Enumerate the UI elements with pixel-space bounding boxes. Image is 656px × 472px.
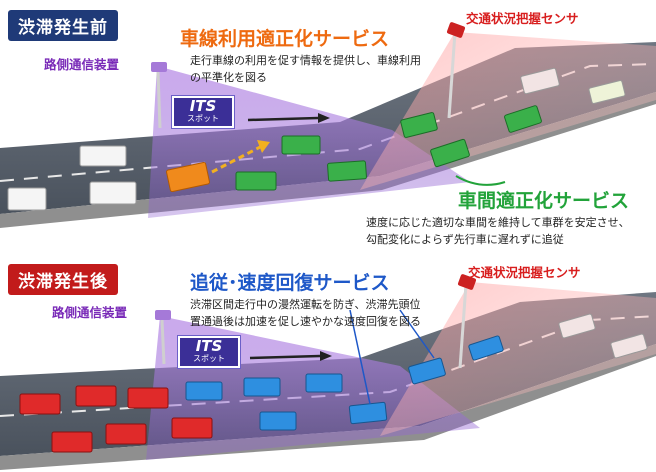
its-spot-logo: ITS スポット: [178, 336, 240, 368]
recovery-service-desc-line2: 置通過後は加速を促し速やかな速度回復を図る: [190, 315, 421, 328]
before-badge: 渋滞発生前: [8, 10, 118, 41]
car-white-1: [558, 313, 596, 339]
car-green-2: [281, 135, 321, 155]
recovery-service-desc: 渋滞区間走行中の漫然運転を防ぎ、渋滞先頭位 置通過後は加速を促し速やかな速度回復…: [190, 296, 421, 330]
car-blue-7: [468, 335, 504, 361]
recovery-service-title: 追従･速度回復サービス: [190, 272, 390, 294]
car-blue-6: [408, 357, 446, 385]
car-blue-5: [348, 401, 388, 425]
travel-direction-arrow: [249, 354, 321, 360]
car-red-2: [75, 385, 117, 407]
sensor-pole: [447, 31, 457, 119]
lane-service-desc: 走行車線の利用を促す情報を提供し、車線利用 の平準化を図る: [190, 52, 421, 86]
car-green-1: [235, 171, 277, 191]
car-white-2: [610, 333, 648, 359]
car-orange: [166, 161, 210, 193]
car-blue-1: [185, 381, 223, 401]
after-badge: 渋滞発生後: [8, 264, 118, 295]
roadside-unit-label: 路側通信装置: [52, 305, 128, 320]
sensor-label: 交通状況把握センサ: [468, 265, 581, 280]
lane-service-desc-line2: の平準化を図る: [190, 71, 267, 84]
car-red-6: [171, 417, 213, 439]
sensor-icon: [457, 274, 477, 290]
its-logo-title: ITS: [189, 97, 217, 115]
car-green-4: [400, 112, 438, 138]
its-logo-title: ITS: [195, 337, 223, 355]
roadside-unit-label: 路側通信装置: [44, 57, 120, 72]
car-red-3: [127, 387, 169, 409]
lane-service-title: 車線利用適正化サービス: [180, 28, 390, 50]
its-logo-sub: スポット: [193, 354, 225, 363]
its-logo-sub: スポット: [187, 114, 219, 123]
travel-direction-arrow: [247, 116, 319, 122]
road-edge: [0, 92, 656, 228]
car-white-4: [520, 67, 560, 95]
after-road-scene: [0, 274, 656, 470]
roadside-pole: [160, 319, 166, 365]
car-blue-2: [243, 377, 281, 397]
car-red-4: [51, 431, 93, 453]
gap-service-desc: 速度に応じた適切な車間を維持して車群を安定させ、 勾配変化によらず先行車に遅れず…: [366, 214, 630, 248]
recovery-service-pointer: [399, 309, 435, 359]
car-white-5: [588, 80, 626, 104]
car-white-1: [7, 187, 47, 211]
gap-service-arrow: [455, 175, 506, 186]
gap-service-title: 車間適正化サービス: [458, 190, 630, 212]
car-red-1: [19, 393, 61, 415]
gap-service-desc-line2: 勾配変化によらず先行車に遅れずに追従: [366, 233, 564, 246]
recovery-service-desc-line1: 渋滞区間走行中の漫然運転を防ぎ、渋滞先頭位: [190, 298, 421, 311]
roadside-pole: [156, 71, 162, 129]
sensor-label: 交通状況把握センサ: [466, 11, 579, 26]
before-congestion-panel: 渋滞発生前 路側通信装置 交通状況把握センサ 車線利用適正化サービス 走行車線の…: [0, 10, 656, 246]
its-spot-logo: ITS スポット: [172, 96, 234, 128]
road-edge: [0, 344, 656, 470]
car-blue-4: [259, 411, 297, 431]
car-green-5: [430, 138, 470, 168]
car-green-6: [504, 105, 542, 133]
car-white-2: [89, 181, 137, 205]
roadside-unit-icon: [151, 62, 167, 72]
car-white-3: [79, 145, 127, 167]
car-red-5: [105, 423, 147, 445]
gap-service-desc-line1: 速度に応じた適切な車間を維持して車群を安定させ、: [366, 216, 630, 229]
sensor-pole: [458, 283, 468, 369]
after-congestion-panel: 渋滞発生後 路側通信装置 交通状況把握センサ 追従･速度回復サービス 渋滞区間走…: [0, 258, 656, 472]
recovery-service-pointer: [349, 309, 371, 405]
lane-service-desc-line1: 走行車線の利用を促す情報を提供し、車線利用: [190, 54, 421, 67]
roadside-unit-icon: [155, 310, 171, 320]
sensor-icon: [446, 22, 466, 38]
car-blue-3: [305, 373, 343, 393]
car-green-3: [327, 160, 367, 182]
